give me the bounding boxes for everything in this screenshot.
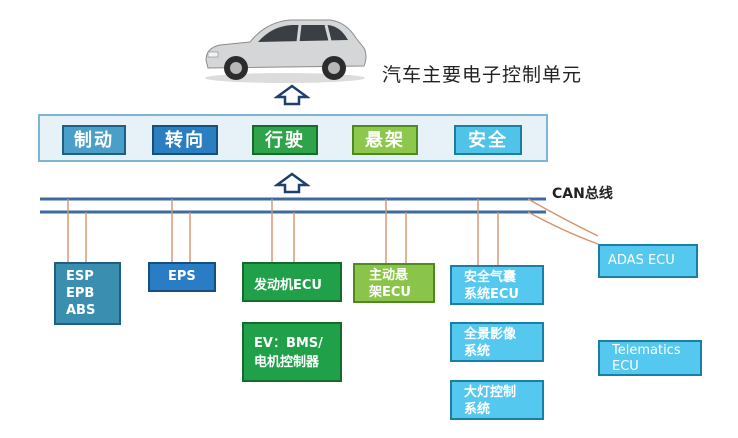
up-arrow-icon <box>274 172 310 194</box>
ecu-eps: EPS <box>148 262 216 292</box>
ecu-airbag: 安全气囊 系统ECU <box>450 265 544 305</box>
up-arrow-icon <box>274 84 310 106</box>
function-steering: 转向 <box>152 125 218 155</box>
can-bus-label: CAN总线 <box>552 186 613 202</box>
ecu-active-suspension: 主动悬 架ECU <box>353 263 435 303</box>
ecu-adas: ADAS ECU <box>598 244 698 278</box>
function-safety: 安全 <box>454 125 522 155</box>
ecu-surround-view: 全景影像 系统 <box>450 322 544 362</box>
ecu-telematics: Telematics ECU <box>598 340 702 376</box>
function-panel: 制动 转向 行驶 悬架 安全 <box>38 114 548 162</box>
can-bus-lines <box>40 197 546 214</box>
function-driving: 行驶 <box>252 125 318 155</box>
ecu-engine: 发动机ECU <box>242 262 342 302</box>
ecu-esp-epb-abs: ESP EPB ABS <box>54 262 121 325</box>
diagram-title: 汽车主要电子控制单元 <box>382 64 583 86</box>
car-illustration <box>205 19 367 83</box>
ecu-headlight: 大灯控制 系统 <box>450 380 544 420</box>
ecu-ev-bms: EV：BMS/ 电机控制器 <box>242 322 342 382</box>
function-suspension: 悬架 <box>352 125 418 155</box>
function-braking: 制动 <box>62 125 126 155</box>
ecu-wires <box>67 198 599 265</box>
